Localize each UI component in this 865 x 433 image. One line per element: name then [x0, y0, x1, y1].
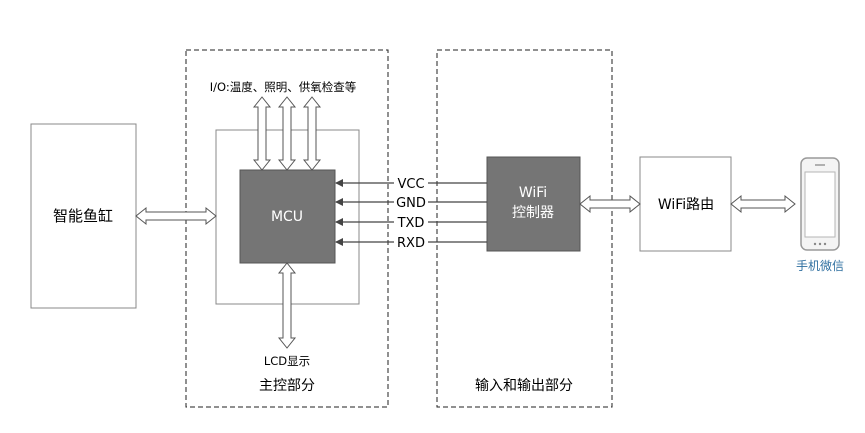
router-phone-arrow — [730, 194, 796, 214]
mcu-chip — [239, 169, 336, 264]
lcd-arrow — [277, 262, 297, 349]
wifi-router-label: WiFi路由 — [658, 197, 714, 213]
io-section — [436, 49, 613, 408]
signal-label-vcc: VCC — [397, 177, 424, 192]
mcu-label: MCU — [271, 209, 303, 225]
fish-tank-label: 智能鱼缸 — [53, 207, 113, 225]
io-arrow-2 — [277, 96, 297, 171]
phone-label: 手机微信 — [796, 259, 844, 273]
signal-label-txd: TXD — [397, 216, 425, 231]
wifi-controller-label-line2: 控制器 — [512, 205, 554, 221]
fishtank-mcu-arrow — [135, 206, 217, 226]
phone-icon — [800, 157, 840, 251]
wifi-controller-label-line1: WiFi — [519, 185, 547, 201]
io-arrow-3 — [302, 96, 322, 171]
wifi-controller-box — [486, 156, 581, 252]
main-control-section — [185, 49, 389, 408]
lcd-label: LCD显示 — [264, 354, 310, 368]
signal-label-gnd: GND — [396, 196, 426, 211]
signal-label-rxd: RXD — [397, 236, 425, 251]
io-section-caption: 输入和输出部分 — [475, 378, 573, 394]
io-label: I/O:温度、照明、供氧检查等 — [210, 80, 357, 94]
controller-router-arrow — [579, 194, 641, 214]
fish-tank-box — [30, 123, 137, 309]
io-arrow-1 — [252, 96, 272, 171]
main-control-caption: 主控部分 — [259, 378, 315, 394]
